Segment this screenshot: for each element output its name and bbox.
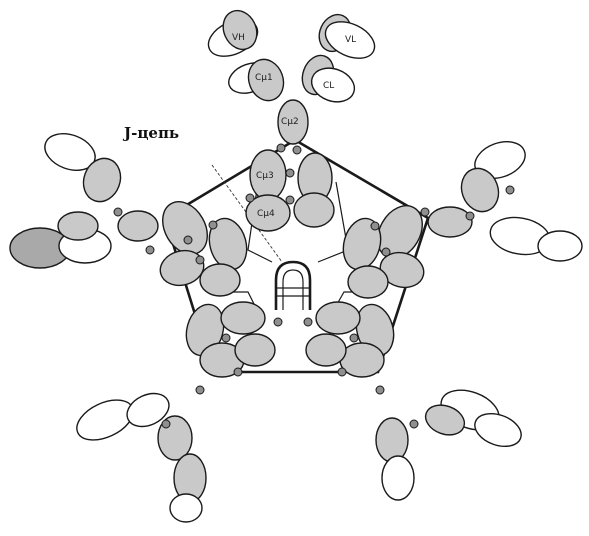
igm-monomer-right: [342, 141, 583, 299]
cl-label: CL: [323, 81, 334, 91]
igm-monomer-left: [9, 128, 248, 297]
cmu4-label: Cμ4: [257, 209, 275, 219]
j-chain: [274, 260, 312, 310]
j-chain-label: J-цепь: [124, 124, 180, 142]
igm-monomer-top: VH VL Cμ1 CL Cμ2 Cμ3 Cμ4: [207, 9, 376, 232]
cmu1-label: Cμ1: [255, 73, 273, 83]
igm-monomer-bottom-right: [305, 301, 522, 501]
vh-label: VH: [232, 33, 245, 43]
vl-label: VL: [345, 35, 356, 45]
cmu3-label: Cμ3: [256, 171, 274, 181]
igm-monomer-bottom-left: [76, 301, 276, 523]
cmu2-label: Cμ2: [281, 117, 299, 127]
